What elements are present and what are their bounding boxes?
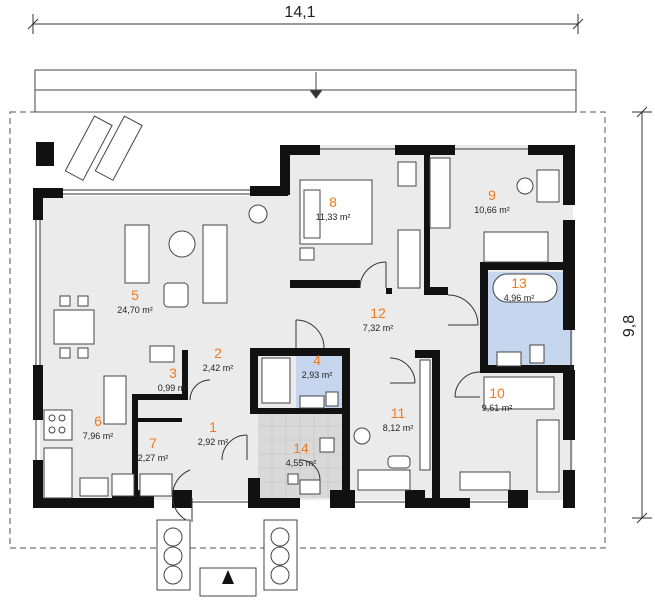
room-2-number: 2: [214, 345, 222, 361]
room-14-tiles: [258, 412, 345, 498]
width-dimension: [27, 14, 584, 34]
room-12-area: 7,32 m²: [363, 323, 394, 333]
width-label: 14,1: [284, 4, 315, 21]
room-6-area: 7,96 m²: [83, 431, 114, 441]
interior-walls: [132, 155, 574, 500]
doors: [171, 261, 481, 523]
roof-outline: [9, 111, 606, 549]
room-3-area: 0,99 m²: [158, 383, 189, 393]
room-11-area: 8,12 m²: [383, 423, 414, 433]
room-11-number: 11: [391, 405, 406, 421]
exterior-walls: [33, 142, 575, 508]
room-1-number: 1: [209, 419, 217, 435]
room-8-area: 11,33 m²: [316, 212, 351, 222]
room-1-area: 2,92 m²: [198, 437, 229, 447]
room-3-number: 3: [169, 365, 177, 381]
furniture: [43, 115, 560, 597]
room-labels: 1 2,92 m² 2 2,42 m² 3 0,99 m² 4 2,93 m² 5 24,70 m…: [83, 187, 535, 468]
terrace-canopy: [34, 69, 577, 113]
room-7-number: 7: [149, 435, 157, 451]
room-4-area: 2,93 m²: [302, 370, 333, 380]
room-7-area: 2,27 m²: [138, 453, 169, 463]
room-5-area: 24,70 m²: [117, 305, 153, 315]
room-12-number: 12: [370, 305, 386, 321]
depth-dimension: [632, 106, 652, 524]
room-10-area: 9,61 m²: [482, 403, 513, 413]
room-10-number: 10: [489, 385, 505, 401]
room-6-number: 6: [94, 413, 102, 429]
room-9-number: 9: [488, 187, 496, 203]
room-13-number: 13: [511, 275, 527, 291]
room-8-number: 8: [329, 194, 337, 210]
windows: [35, 148, 572, 503]
room-13-area: 4,96 m²: [504, 293, 535, 303]
depth-label: 9,8: [621, 315, 638, 337]
room-4-number: 4: [313, 352, 321, 368]
room-14-number: 14: [293, 440, 309, 456]
room-2-area: 2,42 m²: [203, 363, 234, 373]
room-14-area: 4,55 m²: [286, 458, 317, 468]
room-9-area: 10,66 m²: [474, 205, 510, 215]
room-5-number: 5: [131, 287, 139, 303]
